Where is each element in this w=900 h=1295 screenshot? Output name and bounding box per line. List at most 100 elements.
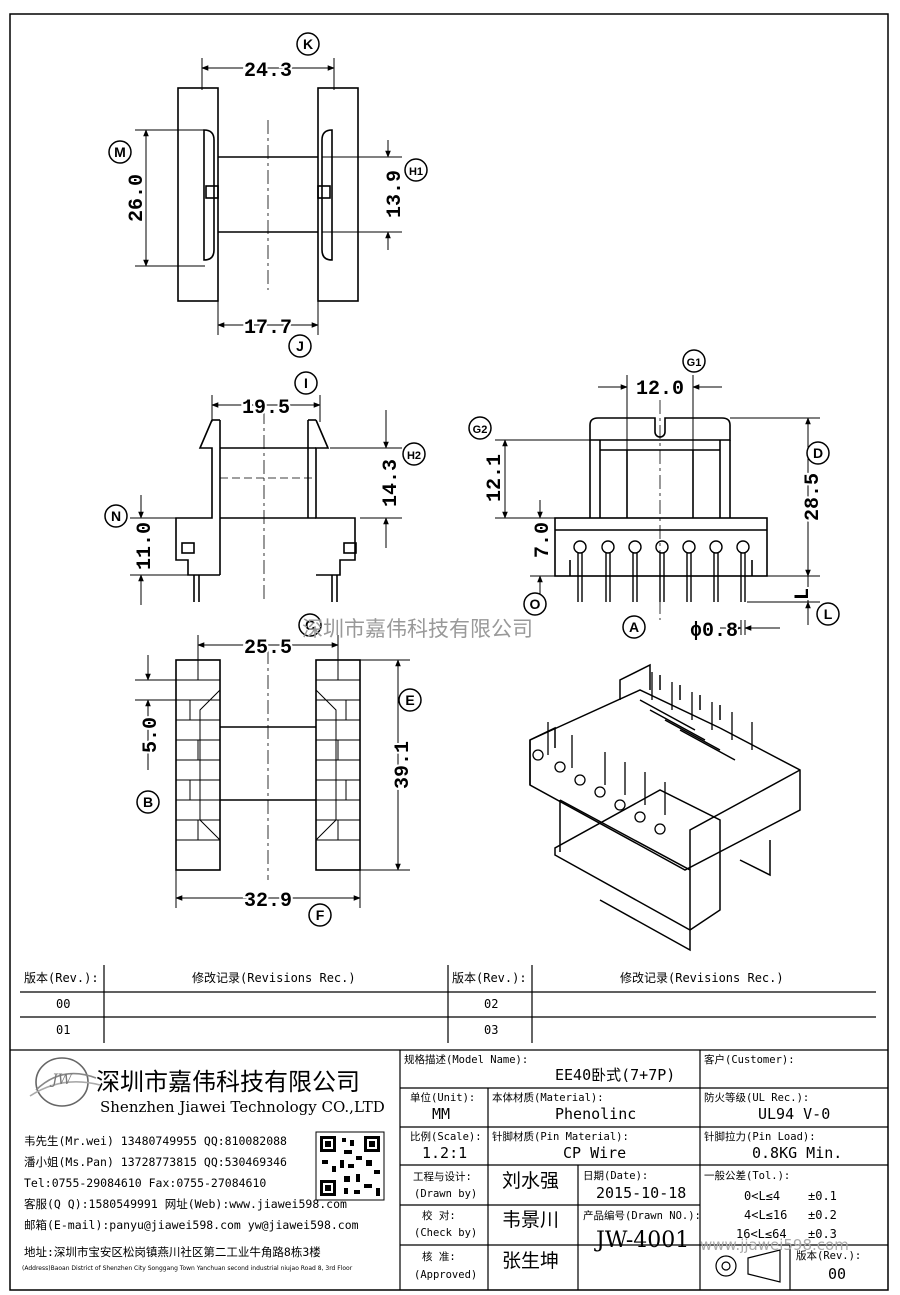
tol-value-1: ±0.1 [808,1189,837,1203]
material-label: 本体材质(Material): [492,1092,604,1104]
rev-label: 版本(Rev.): [796,1250,862,1262]
side-view [554,400,768,620]
callout-i: I [294,371,318,395]
approved-label-cn: 核 准: [422,1251,456,1263]
customer-label: 客户(Customer): [704,1054,795,1066]
callout-l: L [816,602,840,626]
model-label: 规格描述(Model Name): [404,1054,529,1066]
dim-H1 [322,140,402,250]
dim-F [175,870,361,908]
svg-text:F: F [316,907,325,923]
address-cn: 地址:深圳市宝安区松岗镇燕川社区第二工业牛角路8栋3楼 [24,1245,321,1259]
dim-value-n: 11.0 [134,522,157,570]
callout-d: D [806,441,830,465]
logo-text: JW [52,1072,73,1088]
rev-row-03: 03 [484,1023,499,1037]
rev-row-00: 00 [56,997,71,1011]
rev-row-02: 02 [484,997,499,1011]
watermark-center: 深圳市嘉伟科技有限公司 [302,617,533,641]
callout-j: J [288,334,312,358]
pin-material-value: CP Wire [563,1144,627,1162]
callout-e: E [398,688,422,712]
dim-value-h1: 13.9 [384,170,407,218]
contact-line-5: 邮箱(E-mail):panyu@jiawei598.com yw@jiawei… [24,1218,359,1232]
callout-h1: H1 [404,158,428,182]
callout-m: M [108,140,132,164]
tol-range-2: 4<L≤16 [744,1208,788,1222]
svg-text:G2: G2 [473,424,488,436]
isometric-view [529,663,801,952]
dim-C [197,635,339,662]
bottom-view-bricks [176,660,360,841]
projection-symbol-icon [715,1249,781,1283]
contact-line-4: 客服(Q Q):1580549991 网址(Web):www.jiawei598… [24,1197,347,1211]
date-value: 2015-10-18 [596,1184,687,1202]
dim-value-h2: 14.3 [380,459,403,507]
front-view [175,410,357,602]
unit-value: MM [432,1105,451,1123]
callout-b: B [136,790,160,814]
tol-label: 一般公差(Tol.): [704,1170,791,1182]
dim-M [135,129,205,267]
drawn-no-label: 产品编号(Drawn NO.): [583,1210,701,1222]
check-label-en: (Check by) [414,1227,478,1239]
tol-value-3: ±0.3 [808,1227,837,1241]
contact-line-1: 韦先生(Mr.wei) 13480749955 QQ:810082088 [24,1134,287,1148]
dim-value-g2: 12.1 [484,454,507,502]
svg-text:O: O [530,596,541,612]
dim-value-l: L [792,588,815,600]
dim-L [747,576,820,625]
contact-line-3: Tel:0755-29084610 Fax:0755-27084610 [24,1176,267,1190]
dim-D [730,417,820,577]
approved-value: 张生坤 [502,1250,560,1272]
dim-value-f: 32.9 [244,890,292,913]
dim-G1 [598,375,722,450]
date-label: 日期(Date): [583,1170,649,1182]
dim-J [217,301,319,335]
isometric-pins [532,672,753,835]
rev-header-right: 版本(Rev.): [452,971,527,985]
drawn-label-cn: 工程与设计: [413,1171,472,1183]
dim-value-e: 39.1 [392,741,415,789]
bottom-view [175,650,361,880]
svg-text:K: K [303,36,313,52]
drawn-value: 刘水强 [502,1170,560,1192]
svg-text:J: J [296,338,304,354]
contact-line-2: 潘小姐(Ms.Pan) 13728773815 QQ:530469346 [24,1155,287,1169]
dim-value-m: 26.0 [126,174,149,222]
rec-header-right: 修改记录(Revisions Rec.) [620,971,784,985]
dim-value-g1: 12.0 [636,378,684,401]
ul-label: 防火等级(UL Rec.): [704,1092,810,1104]
pin-load-value: 0.8KG Min. [752,1144,843,1162]
rev-value: 00 [828,1265,847,1283]
dim-B [135,655,200,770]
rev-header-left: 版本(Rev.): [24,971,99,985]
dim-value-j: 17.7 [244,317,292,340]
side-pins [573,540,750,602]
callout-g1: G1 [682,349,706,373]
dim-N [130,495,190,605]
top-view [177,87,359,302]
dim-I [211,395,321,422]
svg-text:B: B [143,794,153,810]
model-value: EE40卧式(7+7P) [555,1066,676,1084]
dim-value-i: 19.5 [242,397,290,420]
check-value: 韦景川 [502,1209,560,1231]
callout-k: K [296,32,320,56]
scale-value: 1.2:1 [422,1144,468,1162]
dim-value-pin: ɸ0.8 [690,620,738,643]
callout-g2: G2 [468,416,492,440]
pin-material-label: 针脚材质(Pin Material): [492,1131,629,1143]
svg-text:I: I [304,375,308,391]
company-name-cn: 深圳市嘉伟科技有限公司 [96,1068,360,1096]
dim-H2 [330,410,402,548]
rev-row-01: 01 [56,1023,71,1037]
svg-text:N: N [111,508,121,524]
dim-seven [530,500,555,594]
svg-text:G1: G1 [687,357,702,369]
svg-text:C: C [305,617,315,633]
dim-E [360,659,410,871]
